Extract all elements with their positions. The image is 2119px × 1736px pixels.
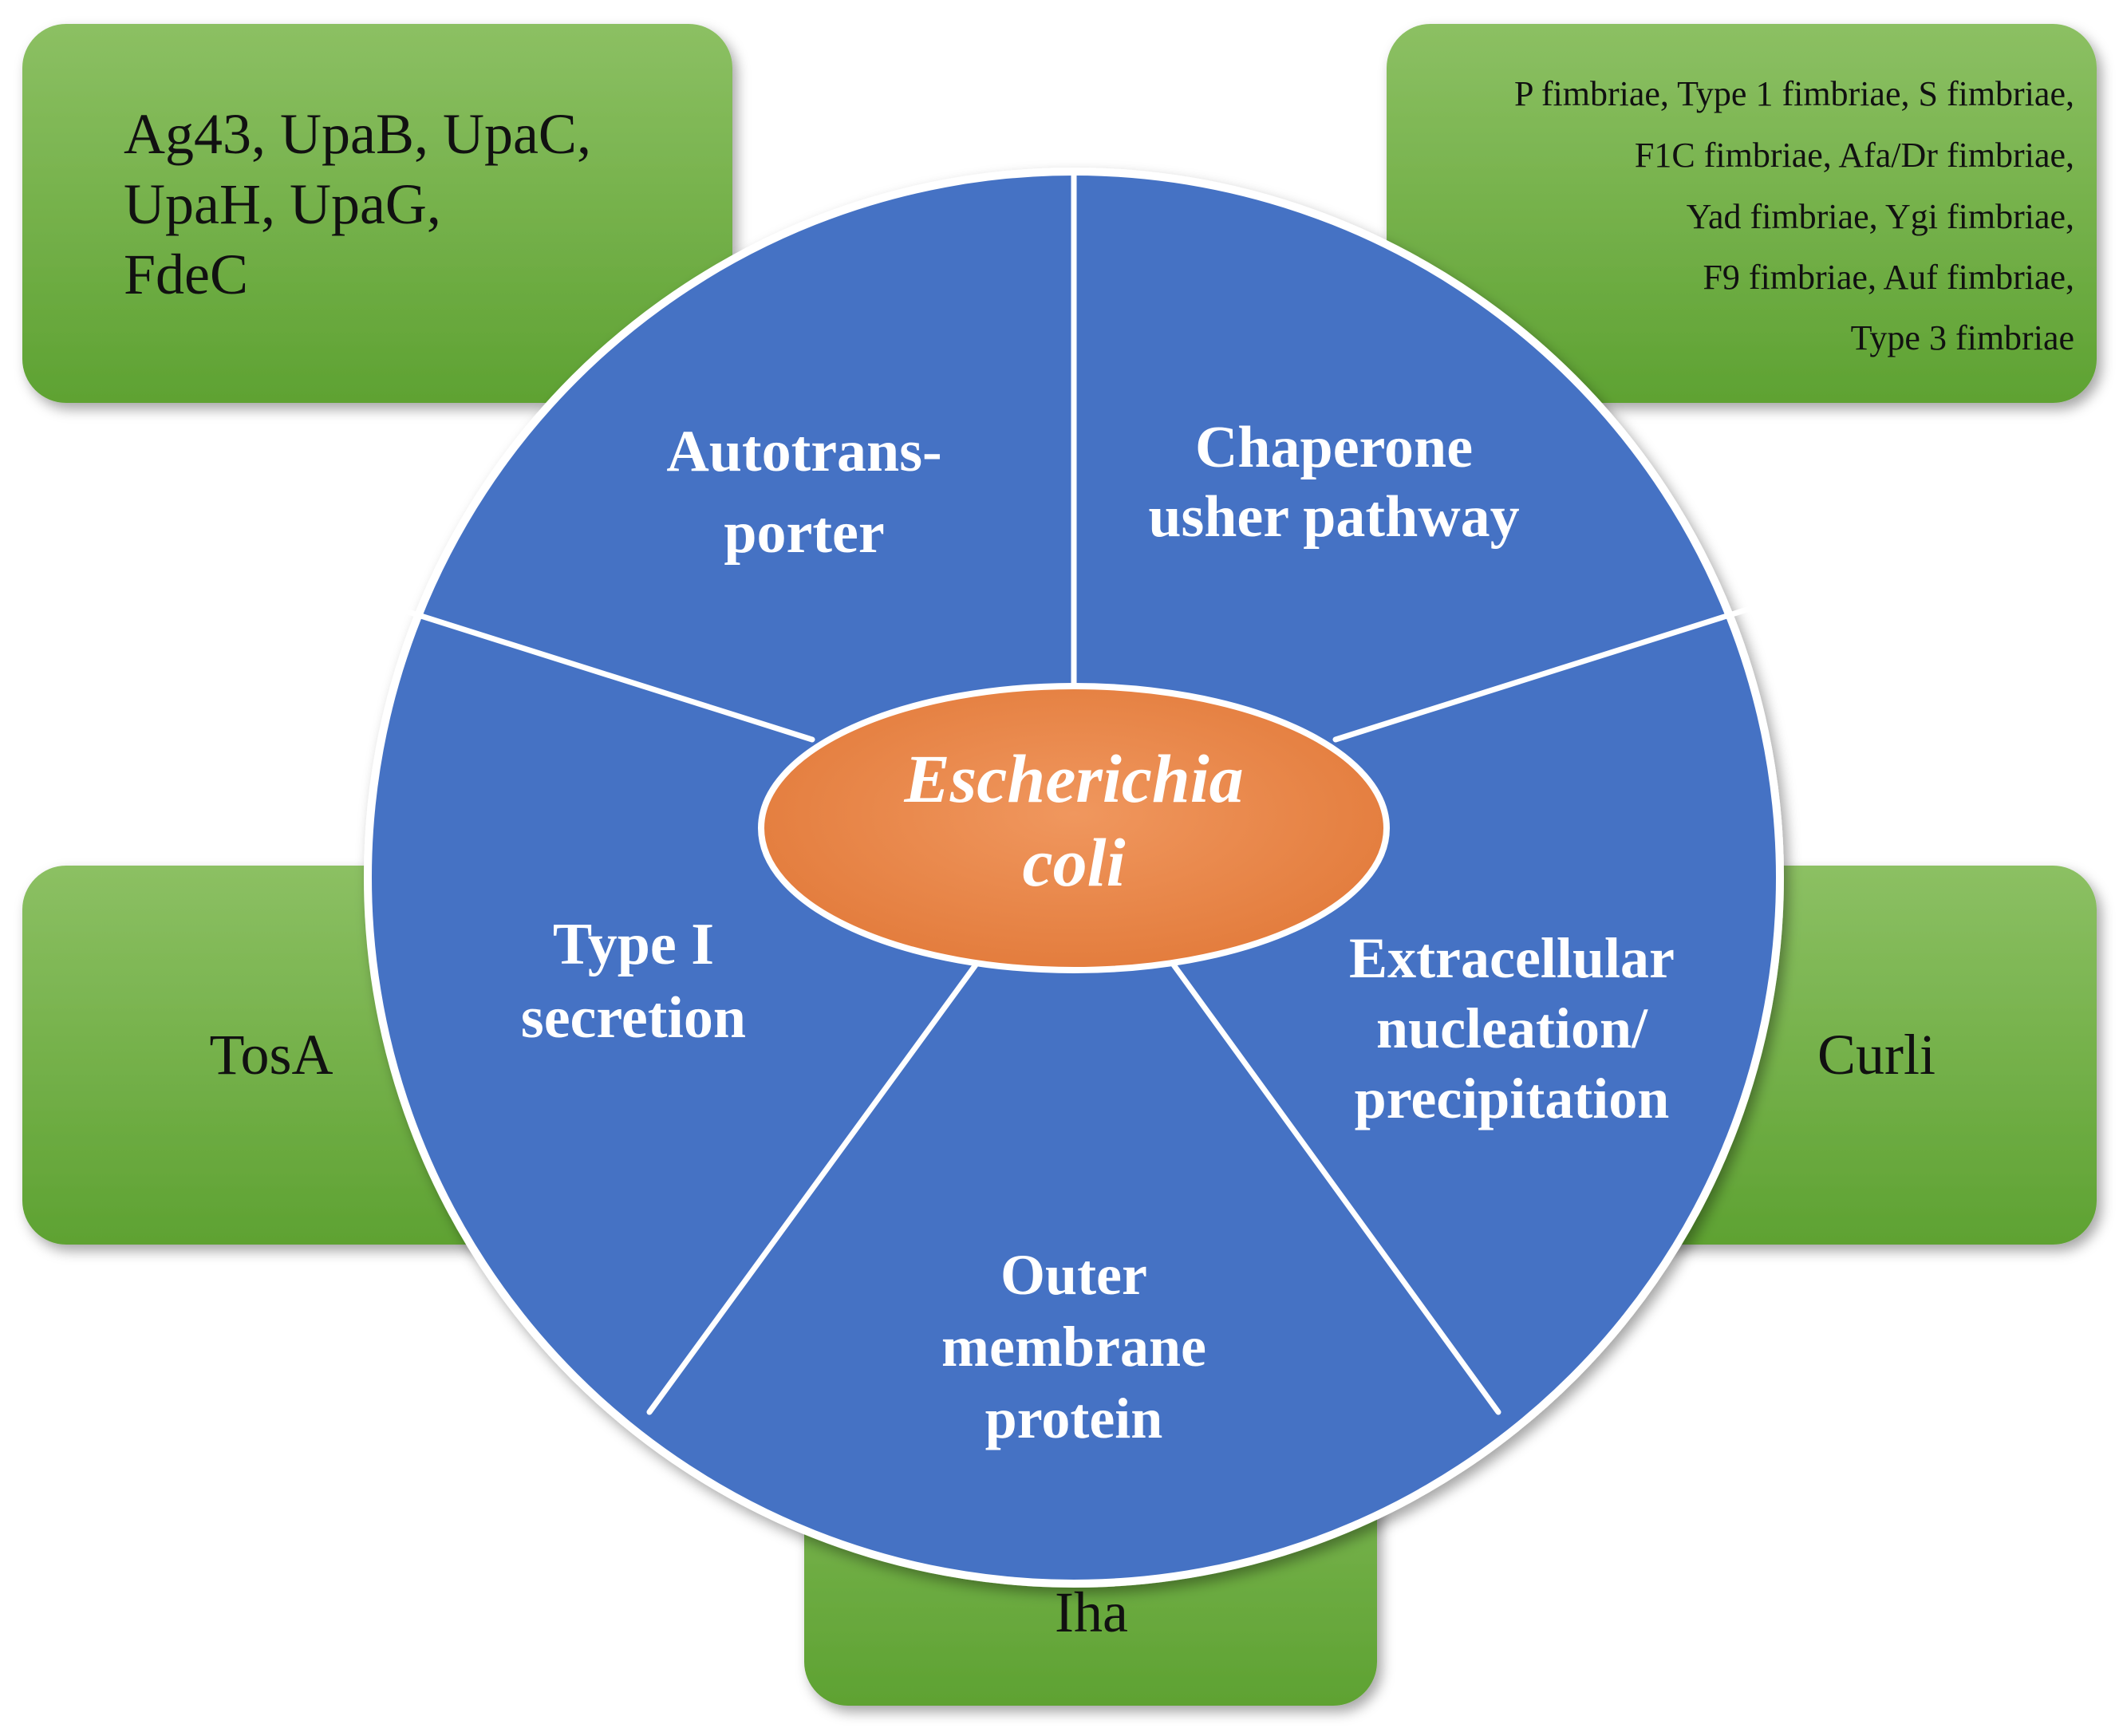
box-line: Type 3 fimbriae <box>1851 318 2074 357</box>
box-line: P fimbriae, Type 1 fimbriae, S fimbriae, <box>1514 74 2074 113</box>
center-organism-species: coli <box>1023 824 1126 901</box>
extracellular-example-curli: Curli <box>1817 1023 1936 1087</box>
sector-chaperone: Chaperone usher pathway <box>1148 415 1519 550</box>
sector-label: Type I <box>553 912 714 977</box>
chaperone-examples-text: P fimbriae, Type 1 fimbriae, S fimbriae,… <box>1514 74 2074 357</box>
sector-label: nucleation/ <box>1376 996 1648 1060</box>
chaperone-examples-box <box>1387 24 2097 403</box>
sector-label: membrane <box>941 1315 1206 1379</box>
sector-label: usher pathway <box>1148 484 1519 550</box>
box-line: Ag43, UpaB, UpaC, <box>124 102 591 166</box>
sector-extracellular: Extracellular nucleation/ precipitation <box>1349 926 1675 1130</box>
sector-outer-membrane: Outer membrane protein <box>941 1243 1206 1450</box>
autotransporter-examples-text: Ag43, UpaB, UpaC, UpaH, UpaG, FdeC <box>124 102 591 306</box>
divider-lower-right <box>1170 961 1501 1415</box>
outer-membrane-example-iha: Iha <box>1055 1580 1128 1644</box>
sector-label: Autotrans- <box>666 419 941 484</box>
autotransporter-examples-box <box>22 24 732 403</box>
sector-label: Extracellular <box>1349 926 1675 990</box>
divider-upper-right <box>1332 601 1768 743</box>
sector-label: porter <box>724 500 884 566</box>
center-organism-genus: Escherichia <box>903 740 1243 817</box>
sector-label: secretion <box>521 985 746 1051</box>
sector-label: Outer <box>1000 1243 1147 1307</box>
sector-dividers <box>380 172 1768 1415</box>
box-line: FdeC <box>124 243 248 306</box>
sector-type1: Type I secretion <box>521 912 746 1051</box>
box-line: Yad fimbriae, Ygi fimbriae, <box>1687 197 2074 236</box>
sector-label: precipitation <box>1355 1067 1670 1130</box>
box-line: F1C fimbriae, Afa/Dr fimbriae, <box>1635 136 2074 175</box>
divider-lower-left <box>646 961 980 1415</box>
box-line: F9 fimbriae, Auf fimbriae, <box>1703 258 2074 297</box>
box-line: UpaH, UpaG, <box>124 172 441 236</box>
center-ellipse <box>758 683 1390 973</box>
type1-example-tosa: TosA <box>210 1023 333 1087</box>
sector-autotransporter: Autotrans- porter <box>666 419 941 566</box>
sector-label: protein <box>985 1387 1163 1450</box>
divider-upper-left <box>380 601 815 743</box>
sector-label: Chaperone <box>1195 415 1473 480</box>
